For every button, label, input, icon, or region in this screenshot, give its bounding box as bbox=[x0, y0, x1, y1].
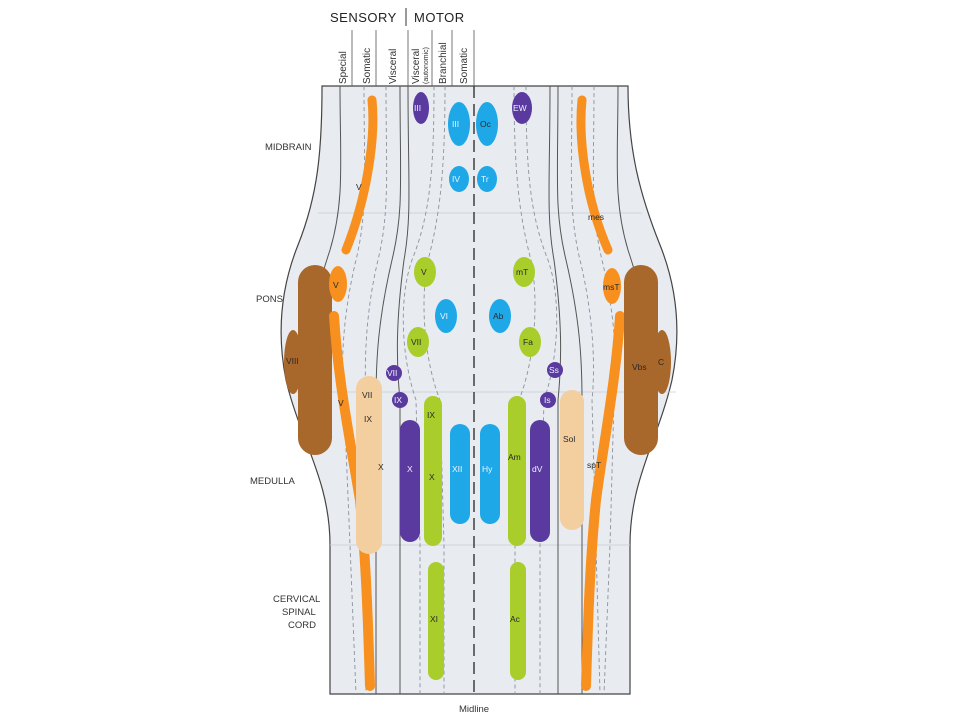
label-iii-som-left: III bbox=[452, 119, 459, 129]
vestibulocochlear-nucleus-right bbox=[624, 265, 658, 455]
label-mt-right: mT bbox=[516, 267, 528, 277]
label-mst-right: msT bbox=[603, 282, 620, 292]
label-tr-right: Tr bbox=[481, 174, 489, 184]
label-mes-right: mes bbox=[588, 212, 604, 222]
trigeminal-mesencephalic-nucleus-right bbox=[576, 95, 613, 255]
trigeminal-motor-nucleus-right bbox=[513, 257, 535, 287]
inferior-salivatory-left bbox=[392, 392, 408, 408]
label-vbs-right: Vbs bbox=[632, 362, 647, 372]
label-vii-motor-left: VII bbox=[411, 337, 421, 347]
abducens-nucleus-left bbox=[435, 299, 457, 333]
abducens-nucleus-right bbox=[489, 299, 511, 333]
region-cervical: CERVICAL bbox=[273, 594, 320, 605]
col-visceral-sensory: Visceral bbox=[388, 49, 399, 84]
label-xii-left: XII bbox=[452, 464, 462, 474]
label-x-dorsal-left: X bbox=[407, 464, 413, 474]
region-pons: PONS bbox=[256, 294, 283, 305]
oculomotor-nucleus-left bbox=[448, 102, 470, 146]
edinger-westphal-nucleus-right bbox=[512, 92, 532, 124]
inferior-salivatory-right bbox=[540, 392, 556, 408]
sensory-header: SENSORY bbox=[330, 10, 397, 25]
solitary-nucleus-left bbox=[356, 376, 382, 554]
dorsal-vagal-nucleus-right bbox=[530, 420, 550, 542]
trochlear-nucleus-left bbox=[449, 166, 469, 192]
label-ss-right: Ss bbox=[549, 365, 559, 375]
edinger-westphal-analog-left bbox=[413, 92, 429, 124]
midline-label: Midline bbox=[459, 704, 489, 715]
label-ac-right: Ac bbox=[510, 614, 521, 624]
trigeminal-motor-nucleus-left bbox=[414, 257, 436, 287]
trochlear-nucleus-right bbox=[477, 166, 497, 192]
label-v-motor-left: V bbox=[421, 267, 427, 277]
label-ix-is-left: IX bbox=[394, 395, 402, 405]
vestibulocochlear-nucleus-left bbox=[298, 265, 332, 455]
label-ix-amb-left: IX bbox=[427, 410, 435, 420]
trigeminal-spinal-nucleus-right bbox=[581, 311, 625, 691]
trigeminal-mesencephalic-nucleus-left bbox=[341, 95, 378, 255]
label-vii-ss-left: VII bbox=[387, 368, 397, 378]
label-x-amb-left: X bbox=[429, 472, 435, 482]
label-sol-right: Sol bbox=[563, 434, 575, 444]
hypoglossal-nucleus-left bbox=[450, 424, 470, 524]
label-ew-right: EW bbox=[513, 103, 527, 113]
label-v-mes-left: V bbox=[356, 182, 362, 192]
label-spt-right: spT bbox=[587, 460, 601, 470]
col-branchial: Branchial bbox=[438, 42, 449, 84]
col-somatic-motor: Somatic bbox=[459, 48, 470, 84]
hypoglossal-nucleus-right bbox=[480, 424, 500, 524]
label-vii-sol-left: VII bbox=[362, 390, 372, 400]
label-ab-right: Ab bbox=[493, 311, 504, 321]
label-viii-left: VIII bbox=[286, 356, 299, 366]
label-iii-visc-left: III bbox=[414, 103, 421, 113]
label-ix-sol-left: IX bbox=[364, 414, 372, 424]
solitary-nucleus-right bbox=[560, 390, 584, 530]
label-oc-right: Oc bbox=[480, 119, 492, 129]
label-x-sol-left: X bbox=[378, 462, 384, 472]
column-labels: Special Somatic Visceral Visceral (auton… bbox=[338, 30, 475, 86]
label-iv-left: IV bbox=[452, 174, 460, 184]
dorsal-vagal-nucleus-left bbox=[400, 420, 420, 542]
region-cord: CORD bbox=[288, 620, 316, 631]
superior-salivatory-left bbox=[386, 365, 402, 381]
region-medulla: MEDULLA bbox=[250, 476, 296, 487]
ambiguus-nucleus-left bbox=[424, 396, 442, 546]
region-labels: MIDBRAIN PONS MEDULLA CERVICAL SPINAL CO… bbox=[250, 142, 320, 631]
ambiguus-nucleus-right bbox=[508, 396, 526, 546]
trigeminal-main-sensory-nucleus-left bbox=[329, 266, 347, 302]
cochlear-nucleus-right bbox=[653, 330, 671, 394]
label-dv-right: dV bbox=[532, 464, 543, 474]
col-special: Special bbox=[338, 51, 349, 84]
col-somatic-sensory: Somatic bbox=[362, 48, 373, 84]
accessory-nucleus-left bbox=[428, 562, 444, 680]
col-visceral-motor: Visceral bbox=[411, 49, 422, 84]
superior-salivatory-right bbox=[547, 362, 563, 378]
oculomotor-nucleus-right bbox=[476, 102, 498, 146]
facial-motor-nucleus-left bbox=[407, 327, 429, 357]
column-boundaries bbox=[310, 85, 648, 694]
trigeminal-main-sensory-nucleus-right bbox=[603, 268, 621, 304]
facial-motor-nucleus-right bbox=[519, 327, 541, 357]
label-is-right: Is bbox=[544, 395, 551, 405]
region-midbrain: MIDBRAIN bbox=[265, 142, 312, 153]
accessory-nucleus-right bbox=[510, 562, 526, 680]
label-xi-left: XI bbox=[430, 614, 438, 624]
col-visceral-motor-sub: (autonomic) bbox=[423, 47, 430, 84]
motor-header: MOTOR bbox=[414, 10, 465, 25]
label-am-right: Am bbox=[508, 452, 521, 462]
label-v-main-left: V bbox=[333, 280, 339, 290]
region-spinal: SPINAL bbox=[282, 607, 316, 618]
label-hy-right: Hy bbox=[482, 464, 493, 474]
cochlear-nucleus-left bbox=[284, 330, 302, 394]
label-vi-left: VI bbox=[440, 311, 448, 321]
label-c-right: C bbox=[658, 357, 664, 367]
label-fa-right: Fa bbox=[523, 337, 533, 347]
label-v-spinal-left: V bbox=[338, 398, 344, 408]
